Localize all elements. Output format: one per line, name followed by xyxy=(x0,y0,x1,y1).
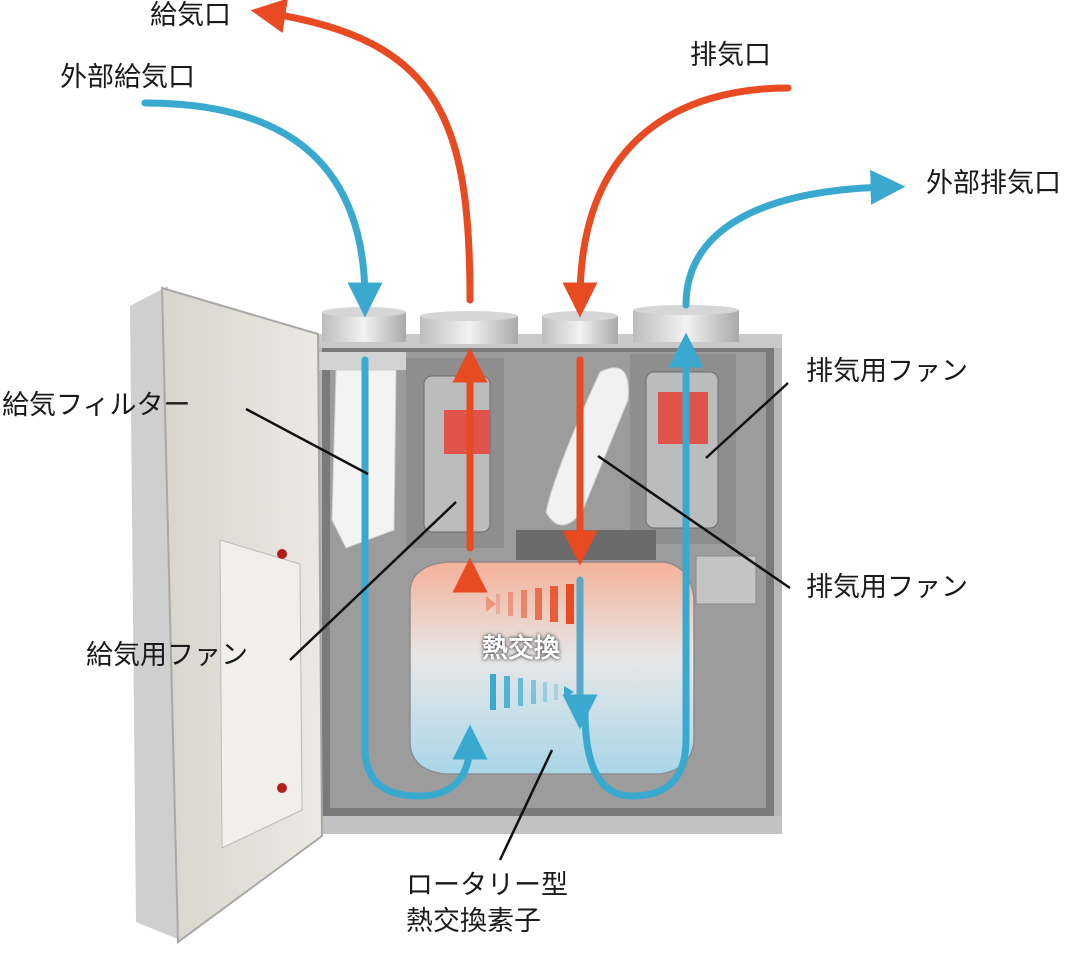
door-latch xyxy=(277,783,287,793)
leader-supply-fan xyxy=(289,501,457,661)
label-supply-outlet: 給気口 xyxy=(150,0,231,31)
label-heat-exchange: 熱交換 xyxy=(482,634,561,664)
leader-exhaust-fan-2 xyxy=(597,454,791,590)
label-element-name: 熱交換素子 xyxy=(406,906,541,937)
label-supply-fan: 給気用ファン xyxy=(86,640,248,671)
duct-collar-outdoor-intake xyxy=(322,307,406,342)
door-latch xyxy=(277,549,287,559)
exhaust-filter xyxy=(545,367,629,526)
duct-collar-outdoor-exhaust xyxy=(633,305,739,342)
label-outdoor-exhaust: 外部排気口 xyxy=(926,168,1061,199)
label-element-type: ロータリー型 xyxy=(406,870,568,901)
supply-fan-housing xyxy=(406,358,504,548)
supply-air-flow xyxy=(141,99,906,800)
leader-supply-filter xyxy=(245,407,369,476)
heat-transfer-indicator-hot xyxy=(486,584,574,624)
rotary-heat-exchanger xyxy=(409,530,695,775)
duct-collar-exhaust-inlet xyxy=(542,311,618,344)
label-exhaust-fan-1: 排気用ファン xyxy=(806,356,968,387)
leader-lines xyxy=(245,382,791,861)
label-supply-filter: 給気フィルター xyxy=(2,390,191,421)
label-exhaust-fan-2: 排気用ファン xyxy=(806,572,968,603)
open-door xyxy=(130,286,324,944)
exhaust-air-flow xyxy=(250,0,792,730)
label-outdoor-intake: 外部給気口 xyxy=(60,62,195,93)
duct-collar-supply-outlet xyxy=(420,311,518,344)
heat-transfer-indicator-cold xyxy=(490,674,574,710)
leader-exhaust-fan-1 xyxy=(705,382,789,459)
label-exhaust-inlet: 排気口 xyxy=(690,40,771,71)
control-box xyxy=(695,555,757,605)
leader-heat-exchanger xyxy=(498,749,554,861)
